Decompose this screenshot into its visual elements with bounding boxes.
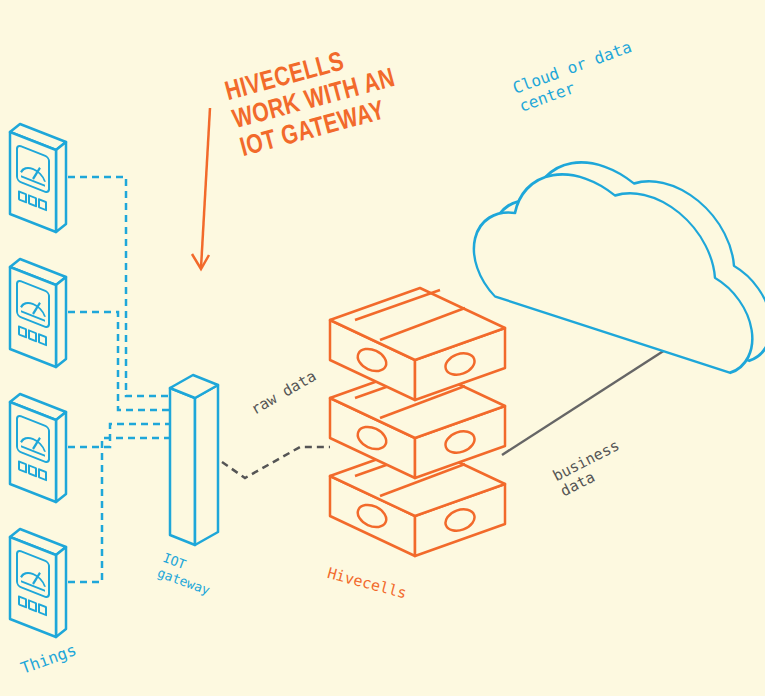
data-link	[222, 447, 330, 478]
thing-device	[10, 259, 66, 367]
device-wire	[68, 312, 170, 410]
hivecells-stack: Hivecells	[320, 280, 505, 595]
thing-device	[10, 394, 66, 502]
thing-device	[10, 124, 66, 232]
device-wire	[68, 438, 170, 582]
thing-device	[10, 529, 66, 637]
edge-label: business data	[548, 434, 635, 502]
node-label: Hivecells	[325, 564, 465, 618]
node-label: IOT gateway	[155, 550, 222, 601]
hivecells-stack-outline	[320, 280, 505, 595]
title: HIVECELLS WORK WITH AN IOT GATEWAY	[222, 29, 429, 162]
node-label: Cloud or data center	[510, 36, 645, 116]
device-wire	[68, 424, 170, 447]
group-label: Things	[18, 640, 79, 678]
title-arrow	[192, 108, 210, 269]
data-link	[502, 350, 665, 455]
cloud-data-center: Cloud or data center	[470, 30, 760, 352]
iot-gateway: IOT gateway	[168, 372, 228, 597]
edge-label: raw data	[246, 365, 324, 421]
